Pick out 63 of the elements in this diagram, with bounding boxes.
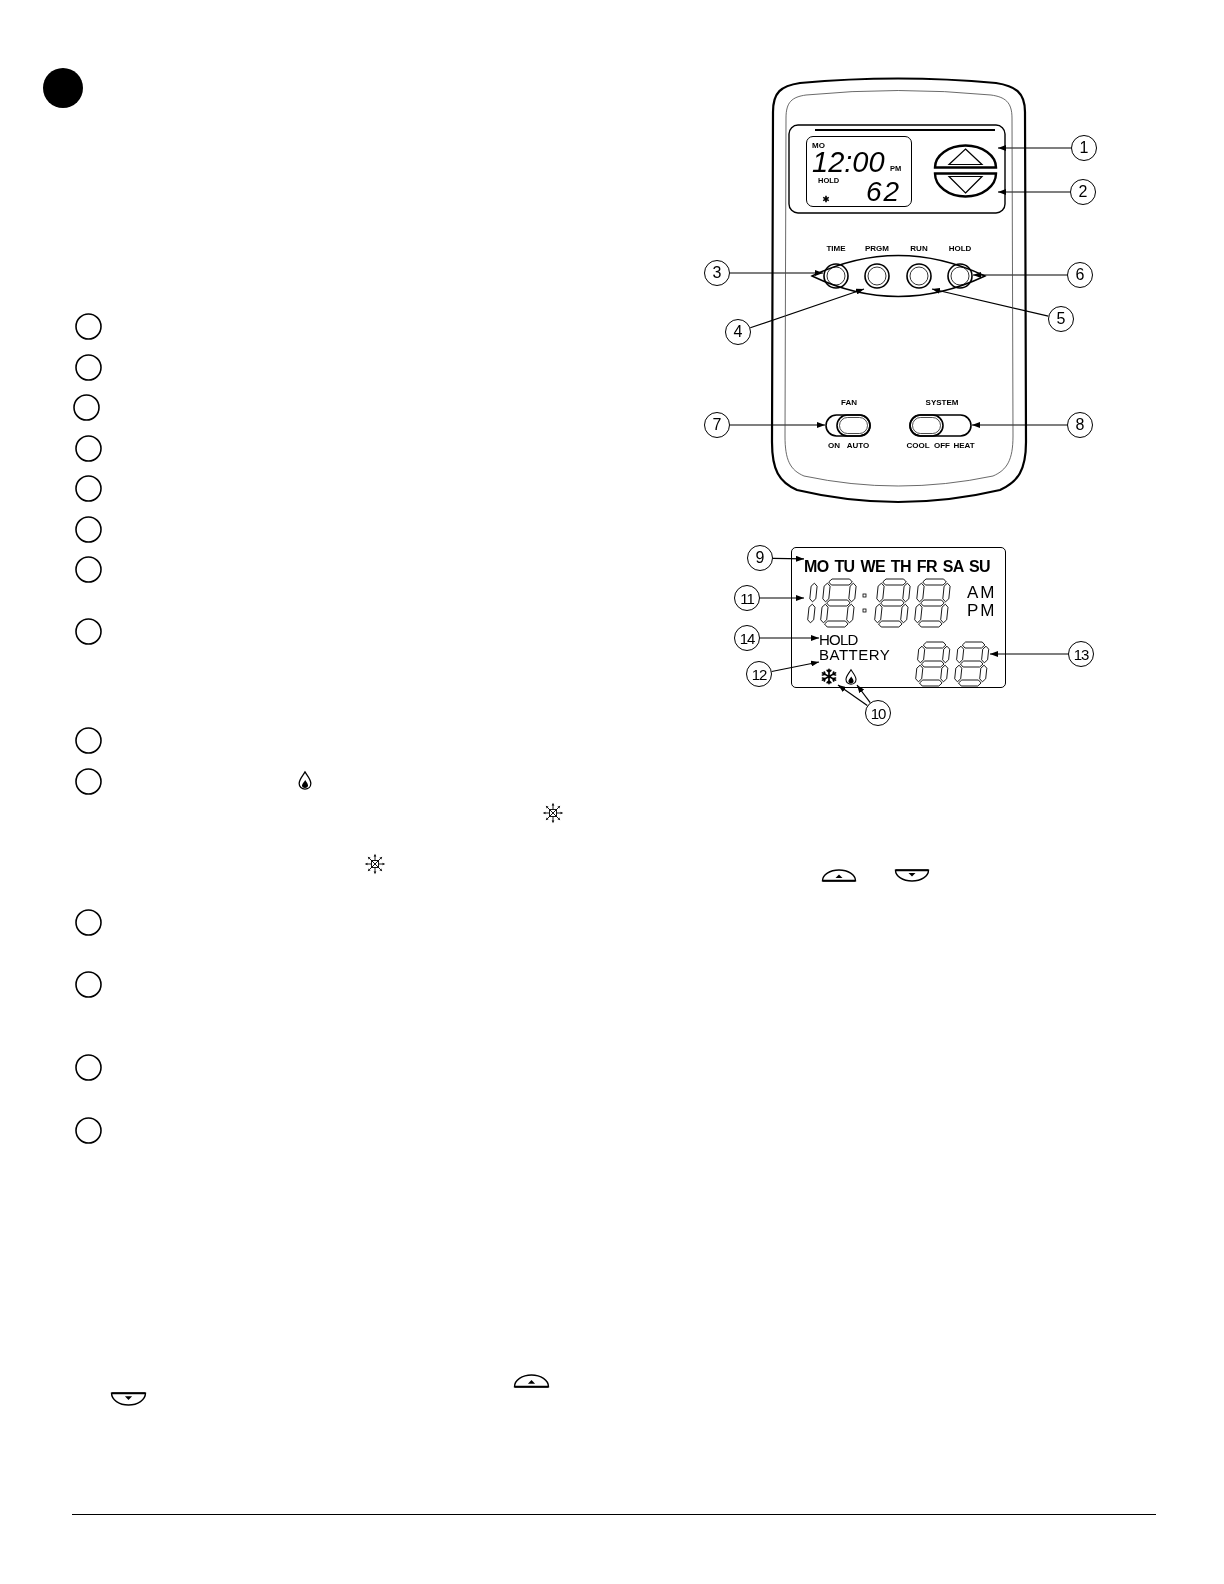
round-button xyxy=(906,263,932,289)
round-button xyxy=(947,263,973,289)
step-marker xyxy=(74,1053,102,1081)
step-marker xyxy=(74,726,102,754)
meridiem-label: PM xyxy=(967,601,997,619)
leader-arrow xyxy=(759,635,820,641)
segment-digits xyxy=(804,578,952,628)
section-marker xyxy=(43,68,83,108)
day-label: MO xyxy=(812,141,825,150)
step-marker xyxy=(74,515,102,543)
temperature-readout: 62 xyxy=(866,180,902,204)
hold-indicator: HOLD xyxy=(819,631,858,647)
day-abbreviations: MO TU WE TH FR SA SU xyxy=(804,558,991,575)
switch-position-label: COOL xyxy=(906,441,930,450)
round-button xyxy=(823,263,849,289)
leader-arrow xyxy=(771,660,820,673)
switch-position-label: ON xyxy=(828,441,840,450)
step-marker xyxy=(74,353,102,381)
leader-arrow xyxy=(997,145,1072,151)
leader-arrow xyxy=(772,555,805,562)
segment-digits xyxy=(914,641,990,687)
leader-arrow xyxy=(856,684,871,704)
switch-label: SYSTEM xyxy=(925,399,959,407)
battery-indicator: BATTERY xyxy=(819,647,891,662)
button-label: HOLD xyxy=(948,245,972,253)
time-readout: 12:00 xyxy=(812,151,885,175)
switch-label: FAN xyxy=(841,399,857,407)
slide-switch xyxy=(909,414,972,437)
step-marker xyxy=(74,434,102,462)
snowflake-icon xyxy=(820,668,838,685)
step-marker xyxy=(74,555,102,583)
leader-arrow xyxy=(749,288,865,329)
switch-position-label: HEAT xyxy=(953,441,975,450)
step-marker xyxy=(74,474,102,502)
step-marker xyxy=(74,908,102,936)
leader-arrow xyxy=(971,422,1068,428)
meridiem-label: AM xyxy=(967,583,997,601)
switch-position-label: AUTO xyxy=(846,441,870,450)
button-label: PRGM xyxy=(865,245,889,253)
step-marker xyxy=(74,617,102,645)
leader-arrow xyxy=(837,684,868,707)
leader-arrow xyxy=(989,651,1069,657)
step-marker xyxy=(74,970,102,998)
step-marker xyxy=(74,312,102,340)
leader-arrow xyxy=(729,422,826,428)
step-marker xyxy=(74,1116,102,1144)
round-button xyxy=(864,263,890,289)
lcd-screen xyxy=(806,136,912,207)
leader-arrow xyxy=(931,287,1049,317)
leader-arrow xyxy=(972,272,1068,278)
leader-arrow xyxy=(759,595,805,601)
leader-arrow xyxy=(997,189,1071,195)
up-arrow-button xyxy=(933,144,998,169)
step-marker xyxy=(74,767,102,795)
leader-arrow xyxy=(729,270,824,276)
flame-icon xyxy=(845,669,857,685)
button-label: TIME xyxy=(826,245,846,253)
lcd-panel xyxy=(791,547,1006,688)
down-arrow-button xyxy=(933,172,998,198)
button-label: RUN xyxy=(910,245,928,253)
step-marker xyxy=(72,393,100,421)
slide-switch xyxy=(825,414,871,437)
switch-position-label: OFF xyxy=(934,441,950,450)
